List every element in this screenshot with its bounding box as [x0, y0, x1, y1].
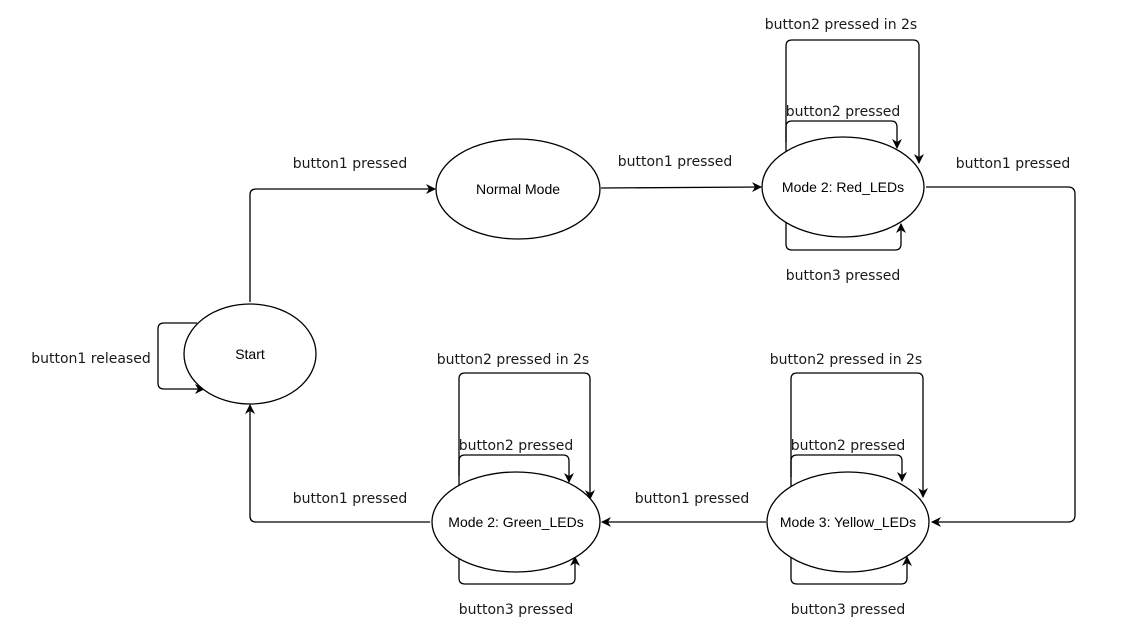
- edge-red-b2: [785, 120, 902, 149]
- label-yellow-to-green: button1 pressed: [635, 491, 750, 507]
- label-start-to-normal: button1 pressed: [293, 156, 408, 172]
- edge-yellow-b3: [790, 548, 912, 585]
- edge-green-to-start: [245, 404, 430, 523]
- edge-green-b2: [458, 454, 574, 483]
- state-start: Start: [183, 303, 317, 405]
- edge-start-to-normal: [249, 184, 436, 302]
- label-green-in-2s: button2 pressed in 2s: [437, 352, 589, 368]
- state-green-leds-label: Mode 2: Green_LEDs: [448, 514, 583, 530]
- label-green-to-start: button1 pressed: [293, 491, 408, 507]
- label-red-b2: button2 pressed: [786, 104, 901, 120]
- state-start-label: Start: [235, 346, 265, 362]
- label-red-to-yellow: button1 pressed: [956, 156, 1071, 172]
- edge-green-in-2s: [458, 372, 595, 500]
- state-green-leds: Mode 2: Green_LEDs: [431, 471, 601, 573]
- edge-yellow-in-2s: [790, 372, 928, 498]
- label-yellow-b3: button3 pressed: [791, 602, 906, 618]
- edge-red-in-2s: [785, 39, 924, 164]
- label-green-b3: button3 pressed: [459, 602, 574, 618]
- state-yellow-leds-label: Mode 3: Yellow_LEDs: [780, 514, 916, 530]
- state-red-leds-label: Mode 2: Red_LEDs: [782, 179, 904, 195]
- label-red-in-2s: button2 pressed in 2s: [765, 17, 917, 33]
- edge-yellow-b2: [790, 454, 907, 482]
- label-start-self: button1 released: [31, 351, 150, 367]
- label-green-b2: button2 pressed: [459, 438, 574, 454]
- state-normal-mode-label: Normal Mode: [476, 181, 560, 197]
- label-yellow-in-2s: button2 pressed in 2s: [770, 352, 922, 368]
- edge-red-b3: [785, 214, 906, 251]
- state-yellow-leds: Mode 3: Yellow_LEDs: [766, 471, 930, 573]
- state-normal-mode: Normal Mode: [435, 138, 601, 240]
- label-red-b3: button3 pressed: [786, 268, 901, 284]
- edge-green-b3: [458, 548, 580, 585]
- edge-start-self: [157, 322, 205, 394]
- state-red-leds: Mode 2: Red_LEDs: [761, 136, 925, 238]
- edge-normal-to-red: [600, 182, 762, 193]
- edge-red-to-yellow: [926, 186, 1076, 527]
- label-yellow-b2: button2 pressed: [791, 438, 906, 454]
- label-normal-to-red: button1 pressed: [618, 154, 733, 170]
